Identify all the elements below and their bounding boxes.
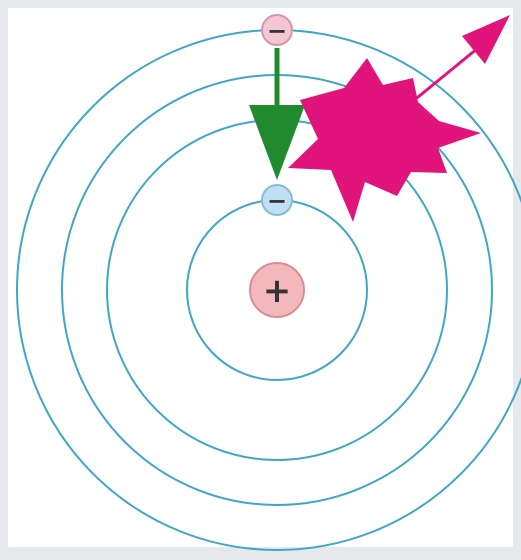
electron-initial-symbol: − bbox=[267, 17, 287, 45]
electron-final: − bbox=[262, 185, 292, 215]
nucleus-symbol: + bbox=[263, 271, 292, 311]
nucleus: + bbox=[250, 263, 304, 317]
electron-final-symbol: − bbox=[267, 187, 287, 215]
electron-initial: − bbox=[262, 15, 292, 45]
